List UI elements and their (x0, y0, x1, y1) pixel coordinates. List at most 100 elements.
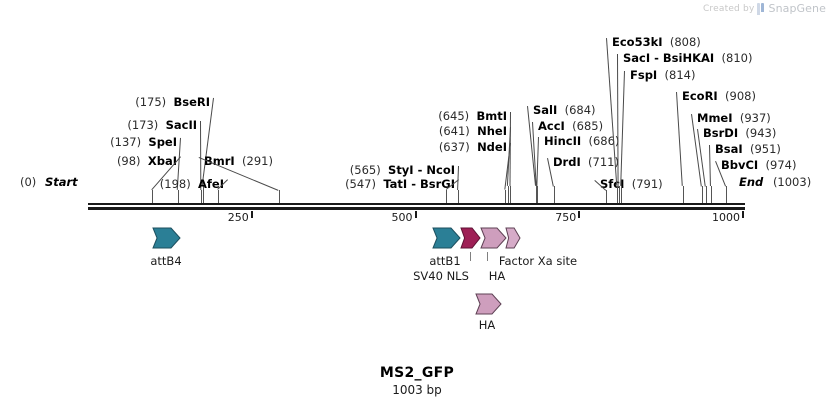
feature-label-attb4[interactable]: attB4 (150, 254, 182, 268)
feature-arrow-attb1[interactable] (432, 227, 461, 249)
enzyme-cut-site-tick (177, 190, 179, 203)
enzyme-position: (810) (721, 51, 753, 65)
enzyme-label-sali[interactable]: SalI (684) (533, 104, 596, 117)
enzyme-name: AfeI (198, 177, 224, 191)
enzyme-label-drdi[interactable]: DrdI (711) (553, 156, 619, 169)
enzyme-leader-line (457, 165, 459, 190)
spacer (557, 103, 564, 117)
enzyme-cut-site-tick (710, 186, 712, 203)
enzyme-position: (951) (749, 142, 781, 156)
enzyme-cut-site-tick (621, 186, 623, 203)
sequence-length: 1003 bp (392, 383, 442, 397)
feature-connector-line (469, 252, 471, 261)
backbone-line-bottom (88, 207, 745, 210)
enzyme-name: AccI (538, 119, 565, 133)
enzyme-label-eco53ki[interactable]: Eco53kI (808) (612, 36, 701, 49)
sequence-backbone[interactable] (88, 203, 745, 210)
spacer (743, 142, 750, 156)
enzyme-label-acci[interactable]: AccI (685) (538, 120, 603, 133)
enzyme-name: NheI (477, 124, 507, 138)
enzyme-label-bseri[interactable]: (175) BseRI (135, 96, 210, 109)
enzyme-position: (943) (745, 126, 777, 140)
enzyme-name: TatI (383, 177, 408, 191)
end-text: End (739, 175, 764, 189)
enzyme-cut-site-tick (278, 190, 280, 203)
enzyme-cut-site-tick (617, 186, 619, 203)
enzyme-name: XbaI (147, 154, 177, 168)
enzyme-cut-site-tick (202, 186, 204, 203)
enzyme-cut-site-tick (553, 186, 555, 203)
watermark-brand: SnapGene (768, 2, 826, 15)
enzyme-label-styi-ncoi[interactable]: (565) StyI - NcoI (350, 164, 455, 177)
ruler-tick-label: 1000 (712, 211, 741, 224)
enzyme-name: EcoRI (682, 89, 718, 103)
enzyme-label-xbai[interactable]: (98) XbaI (117, 155, 177, 168)
enzyme-label-saci-bsihkai[interactable]: SacI - BsiHKAI (810) (623, 52, 752, 65)
enzyme-position: (547) (345, 177, 376, 191)
enzyme-leader-line (509, 111, 511, 186)
enzyme-label-sacii[interactable]: (173) SacII (127, 119, 197, 132)
feature-arrow-ha[interactable] (475, 293, 502, 315)
enzyme-label-bbvci[interactable]: BbvCI (974) (721, 159, 796, 172)
enzyme-name: BsrDI (703, 126, 739, 140)
spacer (381, 163, 388, 177)
enzyme-name-separator: - (413, 163, 427, 177)
enzyme-label-mmei[interactable]: MmeI (937) (697, 112, 771, 125)
spacer (158, 118, 165, 132)
enzyme-name: SalI (533, 103, 558, 117)
enzyme-name: NcoI (426, 163, 455, 177)
enzyme-position: (637) (438, 140, 470, 154)
enzyme-cut-site-tick (510, 186, 512, 203)
enzyme-label-ndei[interactable]: (637) NdeI (439, 141, 507, 154)
enzyme-name-separator: - (407, 177, 420, 191)
enzyme-cut-site-tick (217, 190, 219, 203)
title-block: MS2_GFP 1003 bp (0, 365, 834, 397)
enzyme-position: (98) (116, 154, 141, 168)
spacer (624, 177, 631, 191)
enzyme-name: BmrI (204, 154, 235, 168)
enzyme-position: (808) (669, 35, 701, 49)
spacer (581, 155, 588, 169)
enzyme-name: FspI (630, 68, 658, 82)
feature-label-ha[interactable]: HA (478, 318, 496, 332)
enzyme-cut-site-tick (446, 190, 448, 203)
enzyme-label-fspi[interactable]: FspI (814) (630, 69, 695, 82)
enzyme-name: BsaI (715, 142, 743, 156)
start-label: (0) Start (20, 176, 78, 189)
feature-arrow-ha[interactable] (480, 227, 507, 249)
enzyme-label-bmti[interactable]: (645) BmtI (438, 110, 507, 123)
enzyme-label-hincii[interactable]: HincII (686) (544, 135, 619, 148)
enzyme-label-ecori[interactable]: EcoRI (908) (682, 90, 756, 103)
enzyme-position: (641) (438, 124, 470, 138)
spacer (718, 89, 725, 103)
end-position: (1003) (772, 175, 812, 189)
feature-label-attb1[interactable]: attB1 (429, 254, 461, 268)
enzyme-cut-site-tick (701, 186, 703, 203)
enzyme-position: (565) (349, 163, 381, 177)
ruler-tick (250, 211, 253, 218)
enzyme-label-tati-bsrgi[interactable]: (547) TatI - BsrGI (345, 178, 455, 191)
feature-arrow-factor-xa-site[interactable] (505, 227, 521, 249)
feature-arrow-attb4[interactable] (152, 227, 181, 249)
feature-arrow-sv40-nls[interactable] (460, 227, 481, 249)
enzyme-cut-site-tick (536, 186, 538, 203)
enzyme-label-bsai[interactable]: BsaI (951) (715, 143, 781, 156)
enzyme-label-bsrdi[interactable]: BsrDI (943) (703, 127, 776, 140)
enzyme-cut-site-tick (152, 190, 154, 203)
enzyme-cut-site-tick (606, 190, 608, 203)
enzyme-name: StyI (388, 163, 414, 177)
enzyme-label-spei[interactable]: (137) SpeI (110, 136, 177, 149)
feature-label-sv40-nls[interactable]: SV40 NLS (413, 269, 469, 283)
ruler-tick-label: 500 (391, 211, 413, 224)
enzyme-position: (974) (765, 158, 797, 172)
feature-label-factor-xa-site[interactable]: Factor Xa site (498, 254, 578, 268)
ruler-tick (578, 211, 581, 218)
spacer (663, 35, 670, 49)
enzyme-position: (791) (631, 177, 663, 191)
enzyme-label-nhei[interactable]: (641) NheI (439, 125, 507, 138)
enzyme-label-afei[interactable]: (198) AfeI (160, 178, 224, 191)
sequence-name: MS2_GFP (379, 365, 455, 381)
feature-label-ha[interactable]: HA (488, 269, 506, 283)
enzyme-label-sfci[interactable]: SfcI (791) (600, 178, 663, 191)
enzyme-label-bmri[interactable]: BmrI (291) (204, 155, 273, 168)
